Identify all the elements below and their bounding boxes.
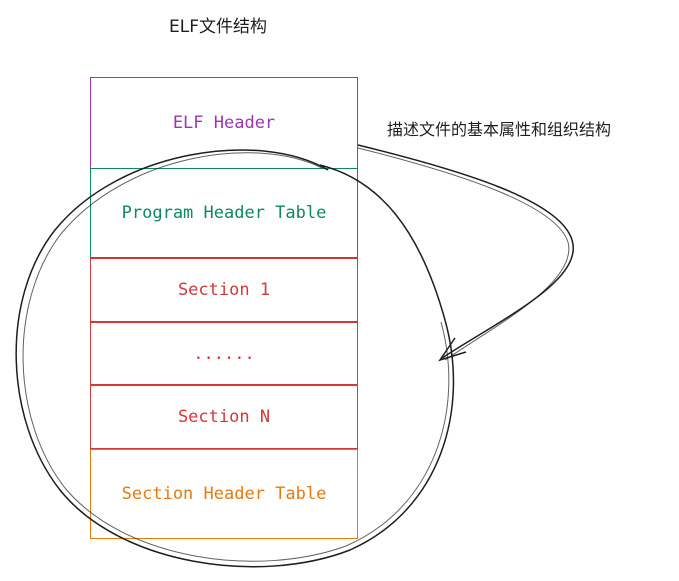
section-n-block: Section N [90, 385, 358, 449]
section-header-table-block: Section Header Table [90, 449, 358, 539]
program-header-table-block: Program Header Table [90, 168, 358, 258]
elf-header-label: ELF Header [172, 113, 276, 133]
annotation-arrow-sketch [357, 147, 570, 361]
elf-header-block: ELF Header [90, 77, 358, 169]
arrowhead [438, 337, 467, 362]
ellipsis-block: ...... [90, 322, 358, 385]
program-header-table-label: Program Header Table [121, 203, 327, 223]
section-header-table-label: Section Header Table [121, 484, 327, 504]
ellipsis-label: ...... [193, 343, 255, 364]
section-1-block: Section 1 [90, 258, 358, 322]
annotation-text: 描述文件的基本属性和组织结构 [387, 120, 612, 139]
diagram-title: ELF文件结构 [169, 17, 267, 37]
section-n-label: Section N [177, 407, 271, 427]
section-1-label: Section 1 [177, 280, 271, 300]
annotation-arrow [357, 144, 575, 359]
